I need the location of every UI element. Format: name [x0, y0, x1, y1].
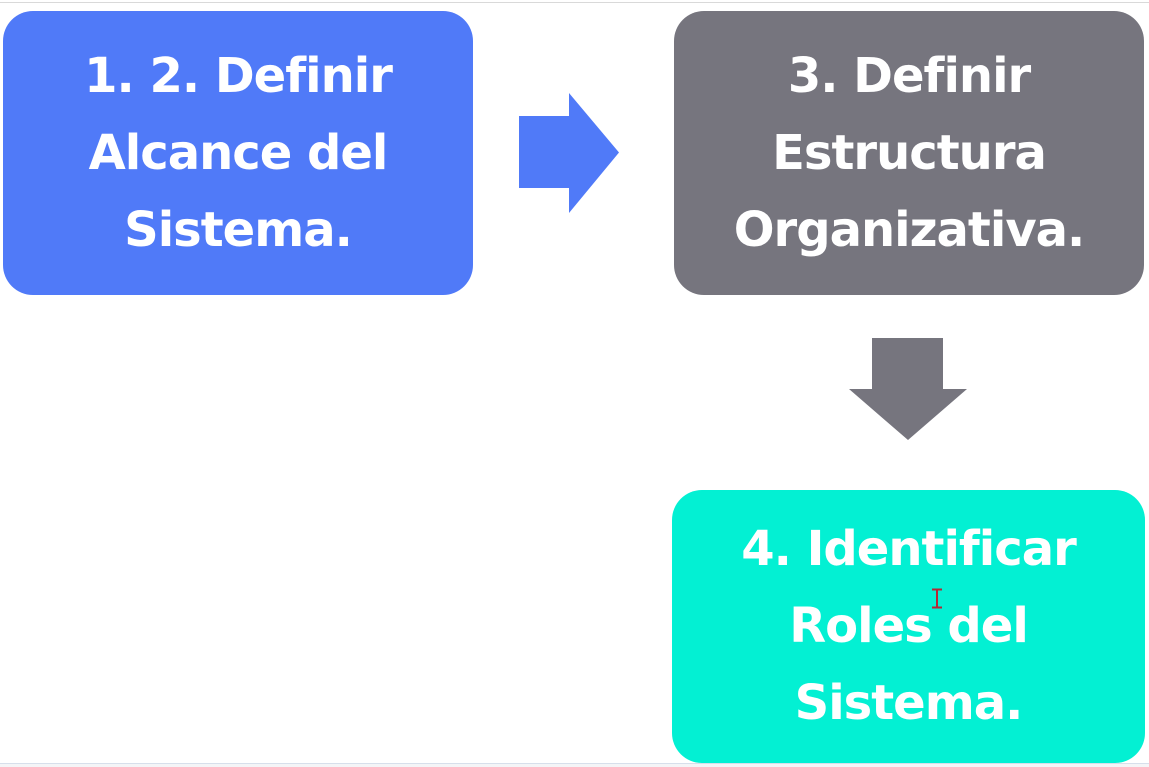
- step-text-line: Organizativa.: [733, 201, 1085, 258]
- text-ibeam-cursor: [932, 588, 942, 609]
- step-text-line: Alcance del: [88, 124, 389, 181]
- arrow-down-icon[interactable]: [849, 338, 967, 440]
- top-divider: [0, 2, 1149, 3]
- step-text-line: Estructura: [772, 124, 1047, 181]
- step-text-line: Sistema.: [124, 201, 353, 258]
- arrow-right-shape: [519, 93, 619, 213]
- step-text-line: Roles del: [789, 598, 1029, 654]
- step-box-define-structure[interactable]: 3. Definir Estructura Organizativa.: [674, 11, 1144, 295]
- step-text-line: Sistema.: [794, 675, 1024, 731]
- arrow-down-shape: [849, 338, 967, 440]
- arrow-right-icon[interactable]: [519, 93, 620, 213]
- step-text-line: 4. Identificar: [741, 521, 1077, 577]
- step-box-identify-roles[interactable]: 4. Identificar Roles del Sistema.: [672, 490, 1145, 763]
- step-box-text: 1. 2. Definir Alcance del Sistema.: [84, 38, 393, 269]
- step-text-line: 3. Definir: [787, 47, 1031, 104]
- step-text-line: 1. 2. Definir: [84, 47, 393, 104]
- step-box-text: 3. Definir Estructura Organizativa.: [734, 38, 1085, 269]
- step-box-define-scope[interactable]: 1. 2. Definir Alcance del Sistema.: [3, 11, 473, 295]
- step-box-text: 4. Identificar Roles del Sistema.: [741, 511, 1077, 742]
- bottom-bar: [0, 763, 1149, 767]
